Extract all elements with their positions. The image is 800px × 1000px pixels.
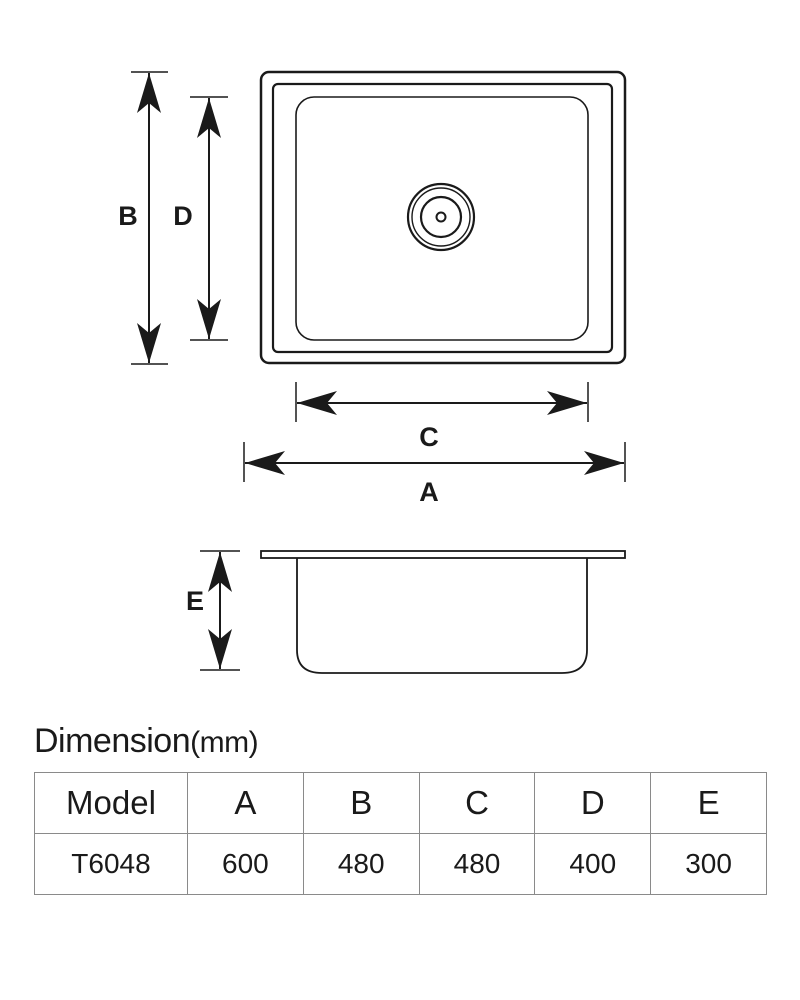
table-header-row: Model A B C D E xyxy=(34,772,767,834)
dimension-a-label: A xyxy=(419,477,439,507)
sink-inner-rim xyxy=(271,82,614,354)
header-a: A xyxy=(187,772,304,834)
dimension-c: C xyxy=(295,382,589,452)
sink-top-view xyxy=(259,70,627,365)
header-c: C xyxy=(418,772,536,834)
dimension-e-label: E xyxy=(186,586,204,616)
dimension-b-label: B xyxy=(118,201,138,231)
cell-e: 300 xyxy=(650,833,767,895)
cell-a: 600 xyxy=(187,833,304,895)
header-model: Model xyxy=(34,772,188,834)
dimension-table: Model A B C D E T6048 600 480 480 400 30… xyxy=(34,772,767,895)
dimension-c-label: C xyxy=(419,422,439,452)
cell-c: 480 xyxy=(418,833,536,895)
sink-outer-rim xyxy=(259,70,627,365)
table-title-unit: (mm) xyxy=(190,726,259,759)
cell-d: 400 xyxy=(534,833,652,895)
dimension-d: D xyxy=(173,96,228,341)
dimension-a: A xyxy=(243,442,626,507)
sink-dimension-diagram: B D C A E xyxy=(118,70,627,674)
dimension-e: E xyxy=(186,550,240,671)
sink-bowl xyxy=(295,96,589,341)
dimension-b: B xyxy=(118,71,168,365)
table-title-text: Dimension xyxy=(34,722,191,760)
drain-icon xyxy=(406,182,476,252)
sink-side-bowl xyxy=(296,558,588,674)
table-row: T6048 600 480 480 400 300 xyxy=(34,833,767,895)
table-title: Dimension(mm) xyxy=(34,722,259,761)
header-b: B xyxy=(302,772,420,834)
sink-side-view xyxy=(260,550,626,674)
dimension-d-label: D xyxy=(173,201,193,231)
header-e: E xyxy=(650,772,767,834)
cell-model: T6048 xyxy=(34,833,188,895)
sink-side-rim xyxy=(260,550,626,559)
header-d: D xyxy=(534,772,652,834)
cell-b: 480 xyxy=(302,833,420,895)
